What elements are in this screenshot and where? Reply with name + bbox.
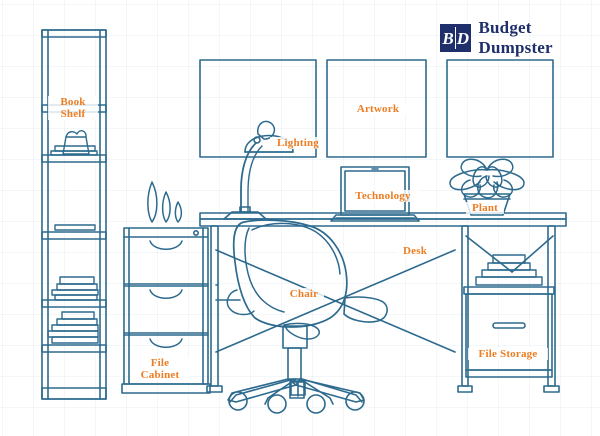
bookshelf-books-mid: [51, 276, 99, 301]
monogram-b: B: [442, 28, 454, 48]
desk-leg-left: [206, 225, 223, 393]
bookshelf: [41, 29, 107, 400]
desk-cross-brace-right: [465, 235, 554, 273]
label-book-shelf: Book Shelf: [48, 96, 98, 120]
desk-leg-right: [543, 225, 560, 393]
office-chair: [226, 219, 388, 414]
bd-monogram-icon: B D: [440, 24, 472, 52]
label-plant: Plant: [466, 202, 504, 214]
label-technology: Technology: [347, 190, 419, 202]
file-storage-cabinet: [465, 254, 553, 378]
wall-art-center: [326, 59, 427, 158]
file-cabinet-reeds: [147, 181, 183, 223]
label-lighting: Lighting: [270, 137, 326, 149]
brand-logo: B D Budget Dumpster: [440, 18, 600, 58]
bookshelf-plant: [62, 130, 90, 155]
chair-base: [227, 378, 365, 405]
potted-plant: [449, 158, 525, 216]
brand-name: Budget Dumpster: [478, 18, 553, 57]
desk-cross-brace-left: [215, 249, 456, 353]
label-chair: Chair: [284, 288, 324, 300]
desk: [199, 212, 567, 393]
bookshelf-books-top: [50, 145, 98, 156]
file-storage-books: [475, 254, 543, 286]
chair-casters: [228, 391, 365, 414]
label-artwork: Artwork: [348, 103, 408, 115]
wall-art-right: [446, 59, 554, 158]
label-file-cabinet: File Cabinet: [131, 357, 189, 381]
bookshelf-books-bottom: [47, 311, 99, 344]
wall-art-left: [199, 59, 317, 158]
monogram-divider: [454, 27, 456, 49]
desk-lamp: [223, 120, 294, 220]
monogram-d: D: [456, 28, 470, 48]
label-desk: Desk: [396, 245, 434, 257]
label-file-storage: File Storage: [468, 348, 548, 360]
file-cabinet: [121, 181, 211, 394]
desk-leg-inner: [457, 225, 473, 393]
